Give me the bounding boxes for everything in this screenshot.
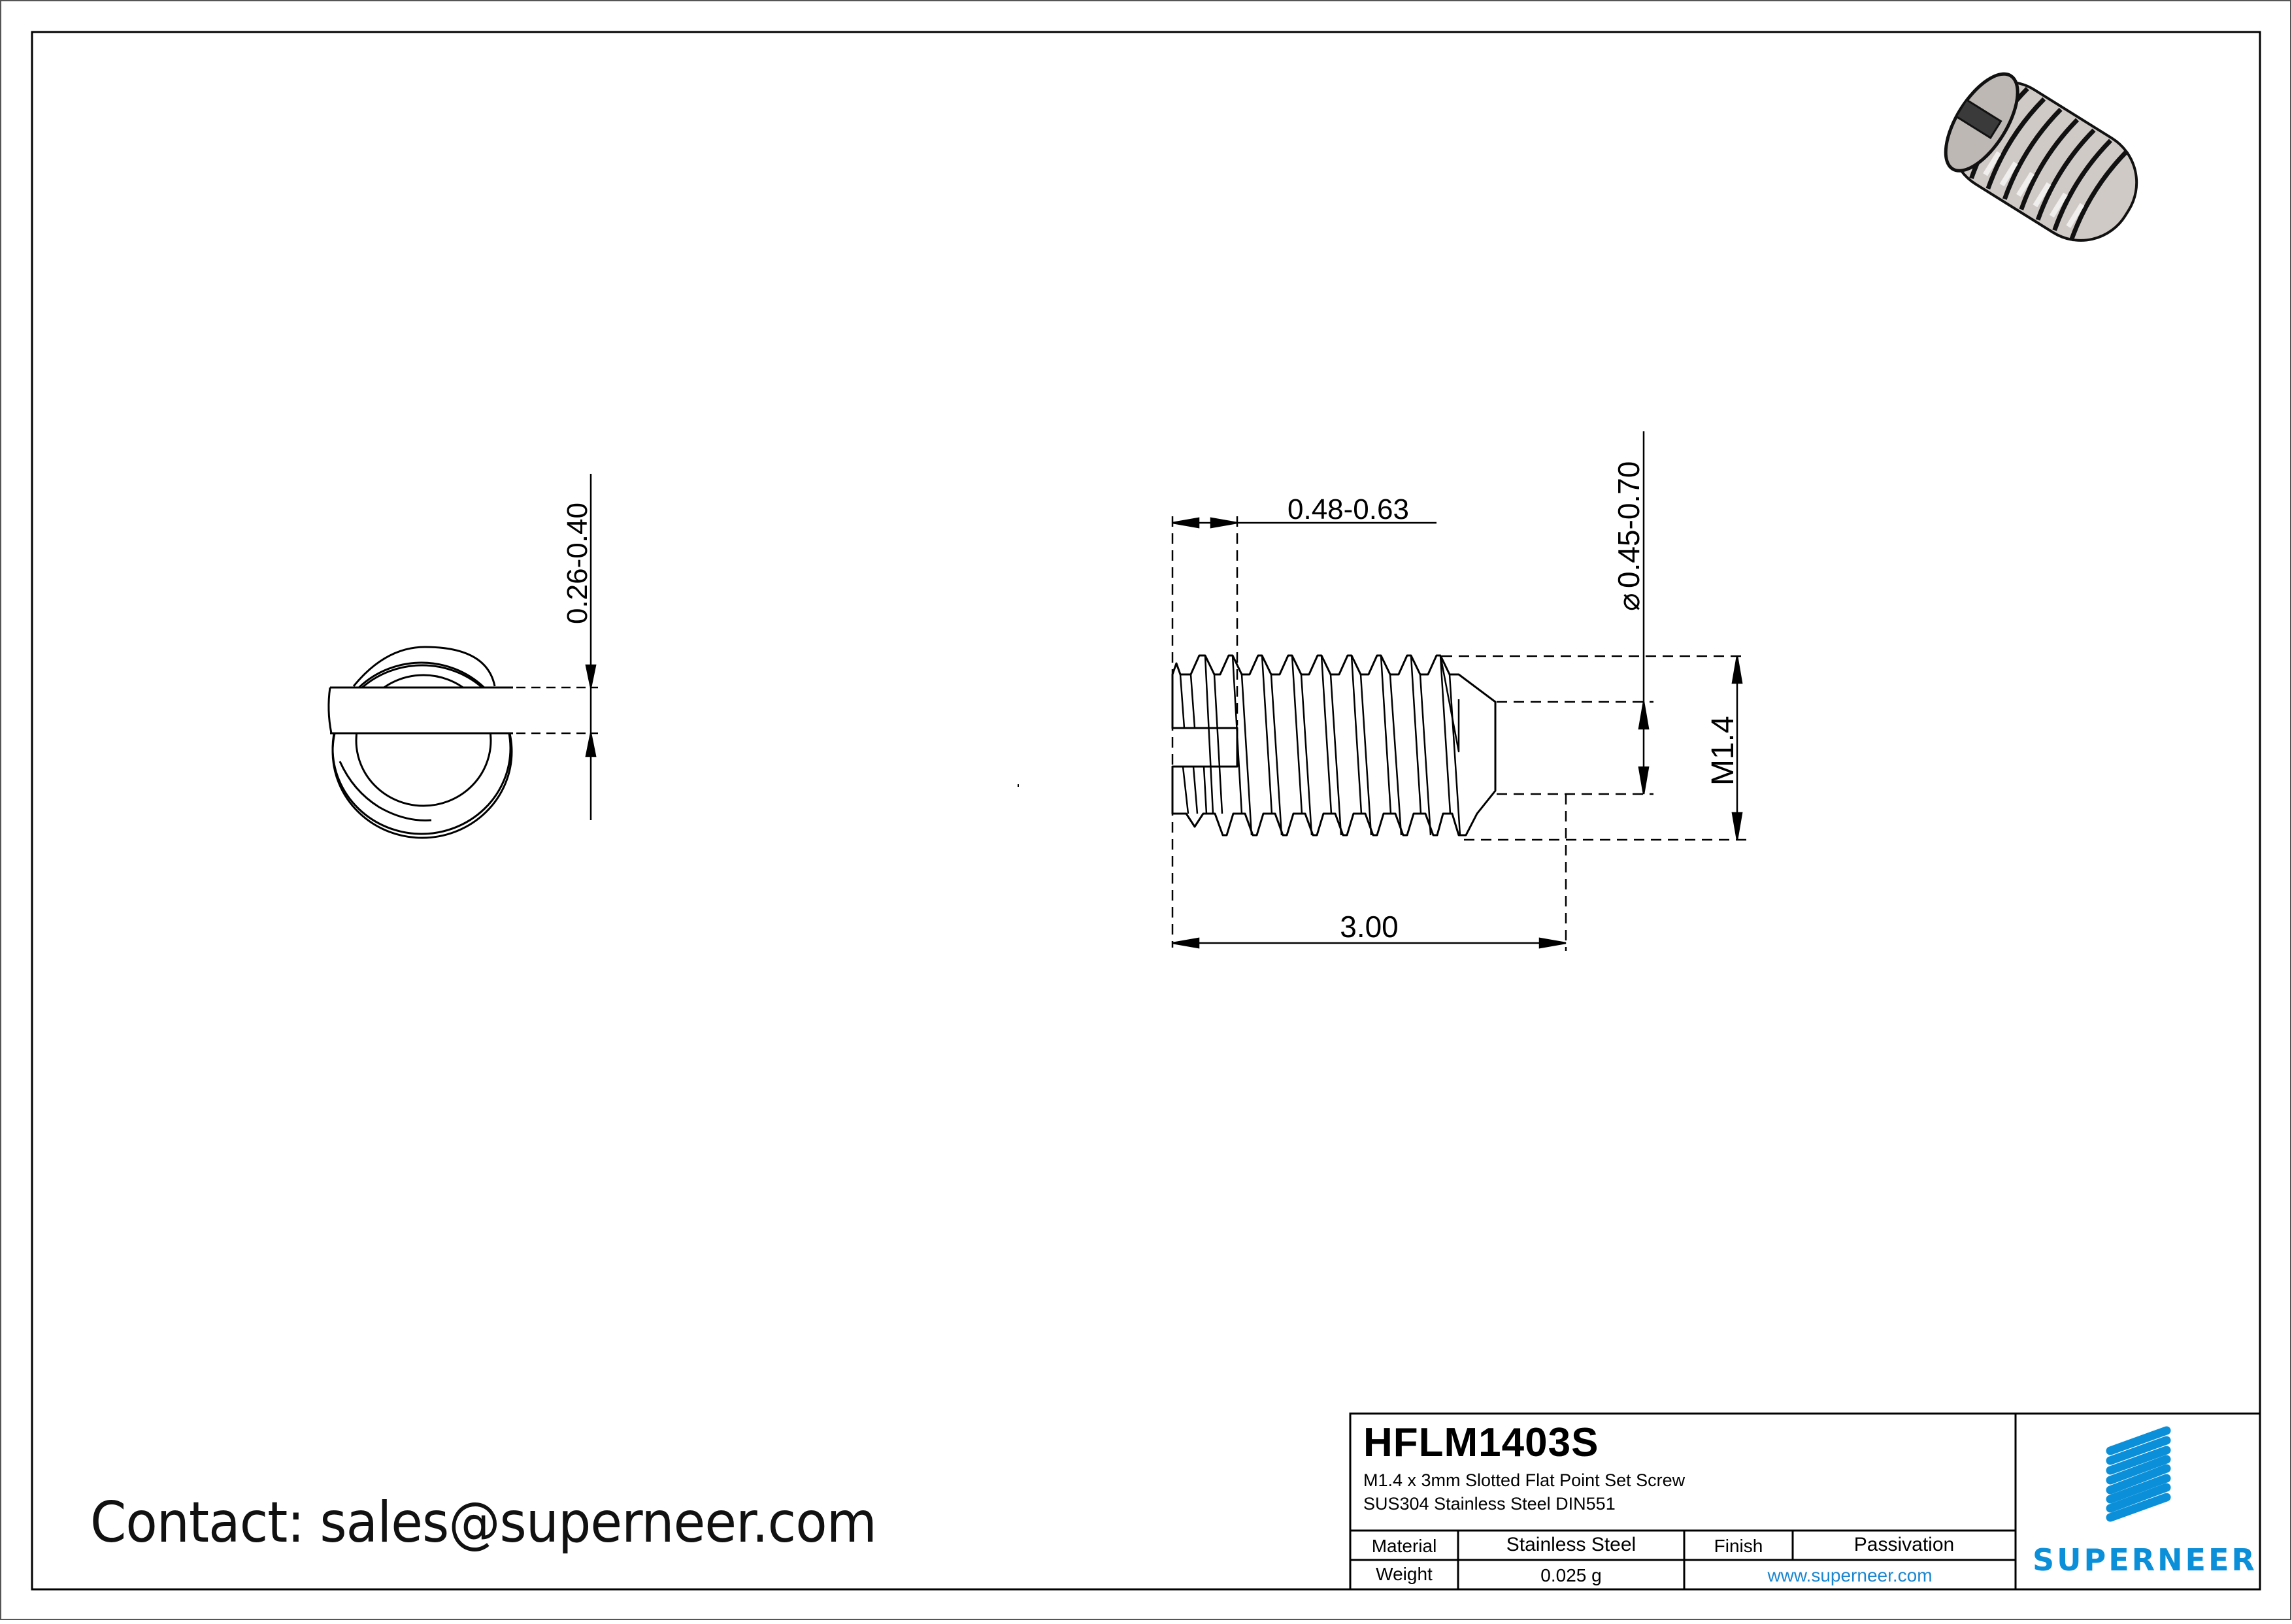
finish-label: Finish — [1714, 1536, 1763, 1556]
slot-depth-dimension — [1171, 516, 1437, 948]
website-link[interactable]: www.superneer.com — [1767, 1565, 1933, 1585]
brand-name: SUPERNEER — [2033, 1542, 2257, 1578]
part-number: HFLM1403S — [1363, 1420, 1599, 1465]
part-material-standard: SUS304 Stainless Steel DIN551 — [1363, 1494, 1616, 1514]
length-label: 3.00 — [1340, 910, 1399, 944]
material-label: Material — [1371, 1536, 1437, 1556]
title-block-frame — [1349, 1412, 2261, 1591]
point-diameter-label: 0.45-0.70 — [1612, 461, 1646, 588]
part-description: M1.4 x 3mm Slotted Flat Point Set Screw — [1363, 1470, 1686, 1490]
weight-value: 0.025 g — [1540, 1565, 1602, 1585]
point-diameter-symbol: ⌀ — [1612, 593, 1646, 611]
point-diameter-dimension — [1497, 431, 1653, 795]
contact-email[interactable]: Contact: sales@superneer.com — [90, 1490, 877, 1555]
slot-depth-label: 0.48-0.63 — [1287, 493, 1409, 525]
length-dimension — [1172, 794, 1567, 951]
thread-size-dimension — [1442, 655, 1746, 841]
slot-width-label: 0.26-0.40 — [561, 503, 593, 624]
side-view-screw — [1171, 654, 1497, 837]
finish-value: Passivation — [1853, 1534, 1955, 1555]
thread-size-label: M1.4 — [1706, 716, 1740, 786]
slot-width-dimension — [516, 474, 598, 820]
weight-label: Weight — [1376, 1564, 1433, 1584]
stray-mark — [1018, 784, 1019, 787]
end-view — [327, 646, 513, 839]
isometric-screw-render — [1944, 72, 2138, 242]
material-value: Stainless Steel — [1506, 1534, 1636, 1555]
inner-frame — [31, 31, 2261, 1591]
superneer-logo-icon — [2106, 1426, 2171, 1522]
